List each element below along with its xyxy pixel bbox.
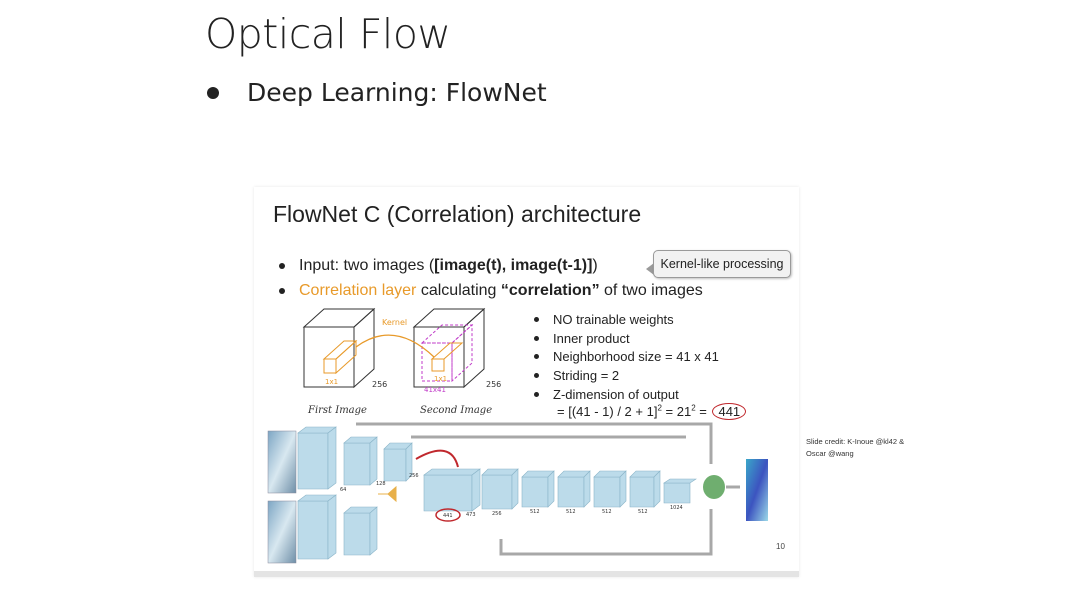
formula-exponent-2: 2	[691, 403, 696, 413]
figure-bullet-correlation: Correlation layer calculating “correlati…	[279, 282, 703, 300]
formula-part-c: =	[695, 404, 711, 419]
property-item: NO trainable weights	[534, 310, 719, 329]
property-item: Neighborhood size = 41 x 41	[534, 347, 719, 366]
bullet-dot	[534, 335, 539, 341]
figure-bullet-input: Input: two images ([image(t), image(t-1)…	[279, 257, 598, 275]
size-label-2: 1x1	[434, 375, 447, 383]
property-text: Striding = 2	[553, 367, 620, 383]
layer-label: 256	[492, 511, 502, 517]
property-text: NO trainable weights	[553, 311, 674, 327]
credit-line-2: Oscar @wang	[806, 449, 854, 458]
figure-page-number: 10	[776, 542, 785, 551]
bullet-dot	[534, 316, 539, 322]
highlight-441	[435, 508, 461, 522]
kernel-label: Kernel	[382, 318, 407, 327]
input-image-top	[267, 430, 297, 494]
layer-label: 512	[566, 509, 576, 515]
property-item: Inner product	[534, 329, 719, 348]
bullet-dot	[207, 86, 219, 99]
formula-part-a: = [(41 - 1) / 2 + 1]	[557, 404, 658, 419]
depth-label-2: 256	[486, 380, 501, 389]
callout-tail	[646, 263, 654, 275]
correlation-sketch: Kernel 1x1 1x1 41x41 256 256 First Image…	[302, 307, 501, 416]
layer-label: 473	[466, 512, 476, 518]
property-item: Striding = 2	[534, 366, 719, 385]
layer-labels: 64 128 256 441 473 256 512 512 512 512 1…	[340, 473, 683, 519]
depth-label-1: 256	[372, 380, 387, 389]
formula-part-b: = 21	[661, 404, 692, 419]
bullet-correlation-mid: calculating	[416, 282, 501, 299]
first-image-label: First Image	[307, 405, 367, 416]
second-cube	[412, 307, 486, 389]
main-bullet-text: Deep Learning: FlowNet	[247, 78, 547, 107]
property-text: Inner product	[553, 330, 630, 346]
layer-label: 512	[638, 509, 648, 515]
layer-label: 256	[409, 473, 419, 479]
layer-label: 512	[530, 509, 540, 515]
second-image-label: Second Image	[420, 405, 492, 416]
second-kernel	[430, 342, 464, 372]
bullet-dot	[279, 288, 285, 294]
figure-title: FlowNet C (Correlation) architecture	[273, 201, 642, 227]
top-stream	[297, 426, 413, 490]
slide-title: Optical Flow	[205, 10, 451, 58]
second-neighborhood	[420, 323, 474, 383]
flownet-figure: FlowNet C (Correlation) architecture Inp…	[254, 187, 799, 577]
bullet-dot	[279, 263, 285, 269]
bullet-dot	[534, 391, 539, 397]
size-label-1: 1x1	[325, 378, 338, 386]
refinement-node	[703, 475, 725, 499]
bullet-dot	[534, 372, 539, 378]
property-text: Neighborhood size = 41 x 41	[553, 349, 719, 365]
layer-label: 64	[340, 487, 346, 493]
layer-label: 128	[376, 481, 386, 487]
bottom-stream	[297, 494, 378, 560]
credit-line-1: Slide credit: K-Inoue @kl42 &	[806, 437, 905, 446]
bullet-input-suffix: )	[592, 257, 598, 274]
layer-label: 441	[443, 513, 453, 519]
redirect-arrow	[415, 449, 459, 468]
flownet-architecture-diagram: 64 128 256 441 473 256 512 512 512 512 1…	[267, 422, 768, 564]
layer-label: 1024	[670, 505, 683, 511]
correlation-merge-arrow	[378, 485, 397, 503]
z-dimension-formula: = [(41 - 1) / 2 + 1]2 = 212 = 441	[557, 403, 747, 420]
bullet-input-bold: [image(t), image(t-1)]	[434, 257, 593, 274]
property-item: Z-dimension of output	[534, 385, 719, 404]
property-text: Z-dimension of output	[553, 386, 679, 402]
formula-exponent-1: 2	[657, 403, 662, 413]
slide-credit: Slide credit: K-Inoue @kl42 & Oscar @wan…	[806, 436, 904, 460]
input-image-bottom	[267, 500, 297, 564]
size-label-3: 41x41	[424, 386, 446, 394]
layer-label: 512	[602, 509, 612, 515]
bullet-correlation-orange: Correlation layer	[299, 282, 417, 299]
formula-result: 441	[712, 403, 747, 420]
skip-connections	[356, 422, 713, 556]
main-bullet: Deep Learning: FlowNet	[207, 78, 547, 107]
first-cube	[302, 307, 376, 389]
correlation-properties: NO trainable weights Inner product Neigh…	[534, 310, 719, 403]
bullet-dot	[534, 354, 539, 360]
kernel-arrow	[355, 334, 435, 358]
bullet-correlation-suffix: of two images	[599, 282, 703, 299]
flow-output	[746, 459, 768, 521]
bullet-correlation-bold: “correlation”	[500, 282, 600, 299]
bullet-input-prefix: Input: two images (	[299, 257, 435, 274]
kernel-callout: Kernel-like processing	[653, 250, 791, 278]
first-kernel	[322, 339, 358, 375]
main-chain	[423, 468, 697, 512]
